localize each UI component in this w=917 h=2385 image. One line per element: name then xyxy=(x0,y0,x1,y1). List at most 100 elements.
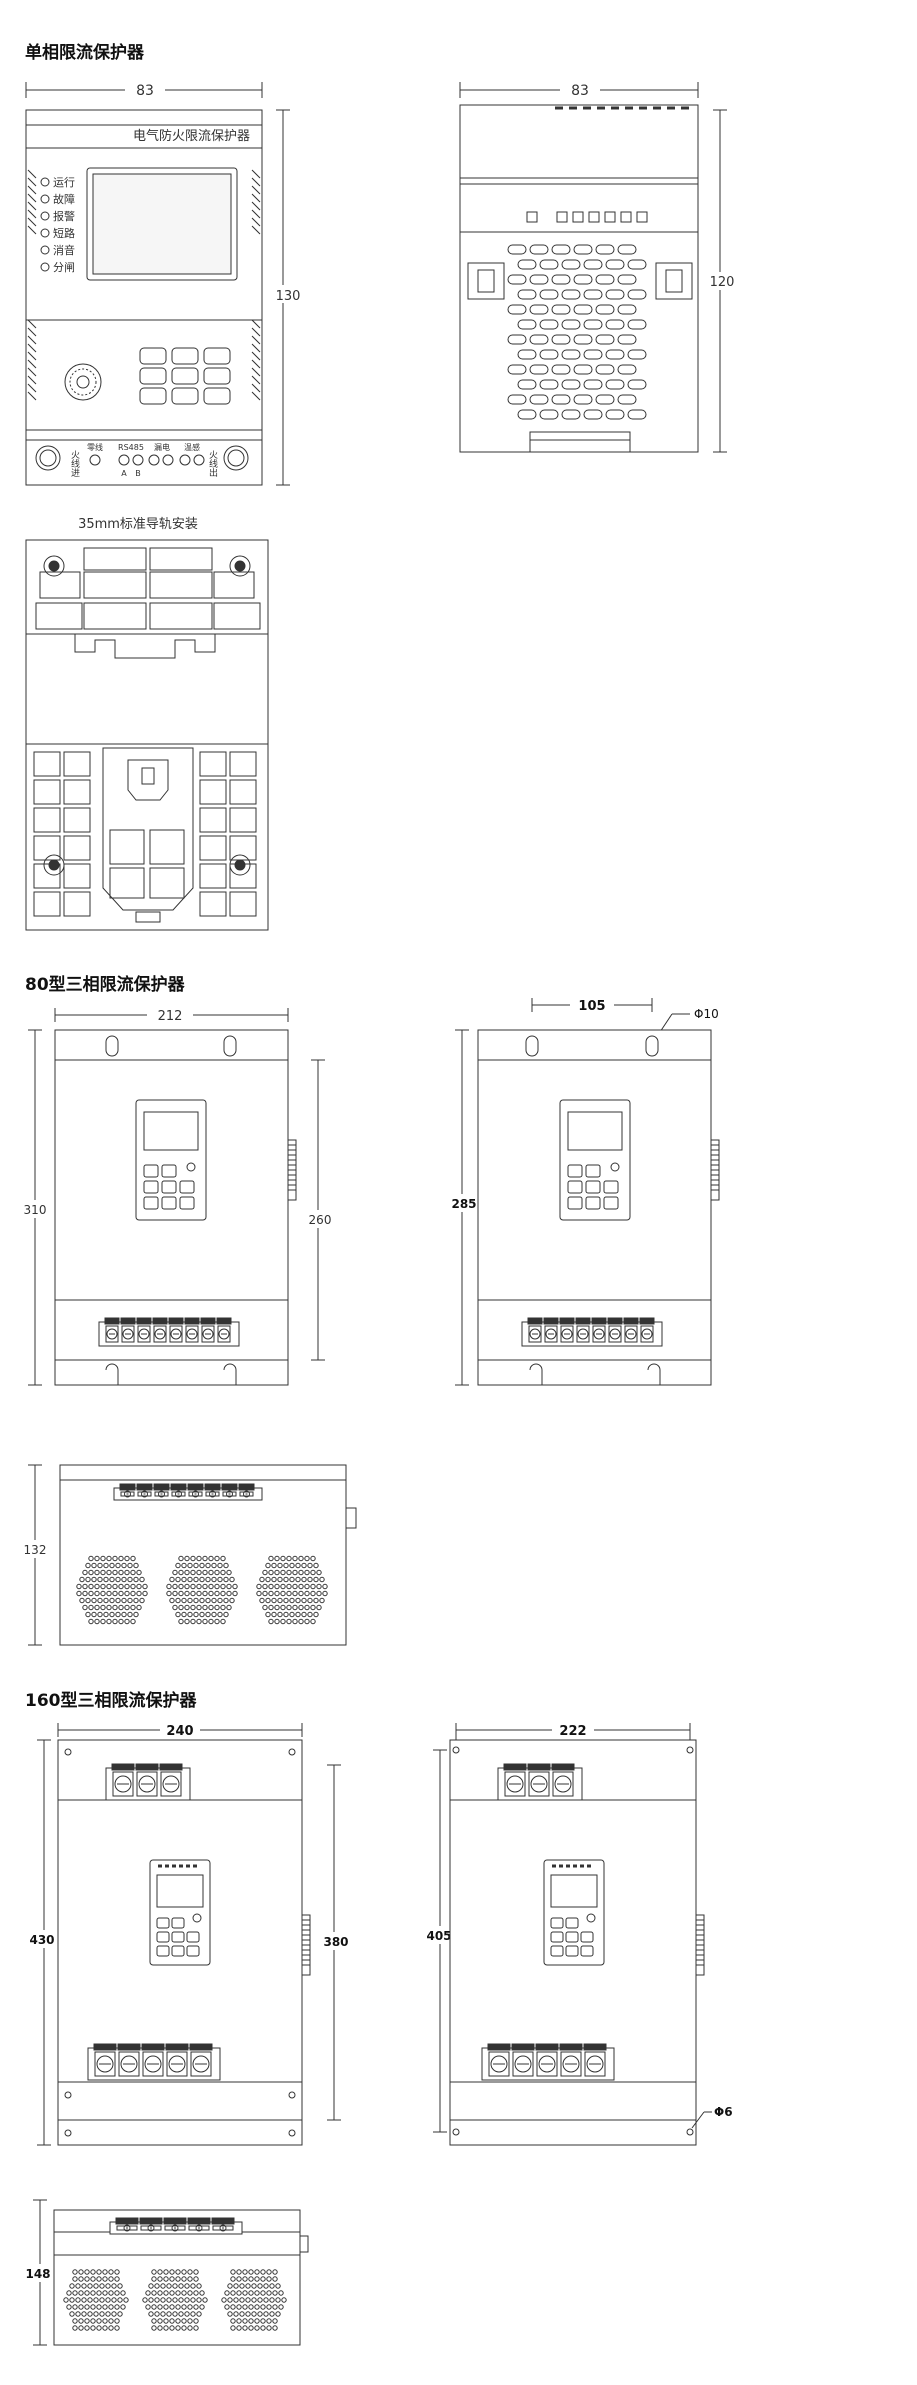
terminal-cap xyxy=(559,2043,583,2051)
vent-hole xyxy=(289,1562,295,1569)
terminal-cap xyxy=(139,2217,163,2225)
vent-hole xyxy=(274,1569,280,1576)
terminal-cap xyxy=(238,1483,255,1491)
single-side-width: 83 xyxy=(571,83,589,99)
vent-hole xyxy=(118,1604,124,1611)
vent-hole xyxy=(184,1583,190,1590)
screw-icon xyxy=(170,1328,182,1340)
vent-hole xyxy=(254,2325,260,2331)
vent-hole xyxy=(193,2269,199,2275)
terminal-slot xyxy=(188,2225,210,2231)
grid-cell xyxy=(229,751,257,777)
vent-hole xyxy=(262,1569,268,1576)
vent-hole xyxy=(301,1562,307,1569)
vent-hole xyxy=(278,2304,284,2310)
vent-hole xyxy=(274,1555,280,1562)
vent-hole xyxy=(292,1583,298,1590)
vent-hole xyxy=(242,2304,248,2310)
vent-hole xyxy=(181,1611,187,1618)
vent-hole xyxy=(196,1618,202,1625)
vent-hole xyxy=(78,2290,84,2296)
label-live-in: 火线进 xyxy=(69,450,80,477)
single-front-height: 130 xyxy=(276,289,301,304)
vent-hole xyxy=(166,2311,172,2317)
vent-hole xyxy=(187,2318,193,2324)
vent-hole xyxy=(114,2290,120,2296)
vent-hole xyxy=(91,1611,97,1618)
vent-hole xyxy=(88,1604,94,1611)
vent-hole xyxy=(78,2318,84,2324)
vent-hole xyxy=(108,2276,114,2282)
vent-hole xyxy=(94,1569,100,1576)
three160-back-width: 222 xyxy=(559,1724,586,1739)
vent-hole xyxy=(286,1604,292,1611)
vent-hole xyxy=(102,2304,108,2310)
terminal-slot xyxy=(120,1491,135,1497)
indicator-led-icon xyxy=(40,245,50,255)
vent-hole xyxy=(292,1555,298,1562)
indicator-led-icon xyxy=(40,194,50,204)
vent-hole xyxy=(130,1618,136,1625)
screw-icon xyxy=(186,1328,198,1340)
vent-hole xyxy=(181,2290,187,2296)
vent-hole xyxy=(175,1597,181,1604)
vent-hole xyxy=(227,2311,233,2317)
vent-hole xyxy=(85,1597,91,1604)
vent-slot xyxy=(627,379,647,390)
vent-hole xyxy=(84,2269,90,2275)
grid-cell xyxy=(63,863,91,889)
vent-hole xyxy=(88,1590,94,1597)
terminal-slot xyxy=(608,1325,622,1343)
grid-cell xyxy=(33,835,61,861)
vent-hole xyxy=(236,2290,242,2296)
vent-hole xyxy=(313,1576,319,1583)
vent-hole xyxy=(208,1569,214,1576)
grid-cell xyxy=(199,863,227,889)
vent-hole xyxy=(230,2318,236,2324)
vent-hole xyxy=(226,1569,232,1576)
vent-hole xyxy=(271,1576,277,1583)
vent-hole xyxy=(232,1590,238,1597)
vent-hole xyxy=(272,2304,278,2310)
vent-slot xyxy=(561,259,581,270)
screw-icon xyxy=(138,1775,156,1793)
vent-slot xyxy=(617,394,637,405)
vent-hole xyxy=(130,1569,136,1576)
vent-hole xyxy=(172,1569,178,1576)
vent-hole xyxy=(90,2290,96,2296)
vent-hole xyxy=(114,2269,120,2275)
vent-hole xyxy=(102,2276,108,2282)
vent-hole xyxy=(280,1583,286,1590)
vent-hole xyxy=(178,2283,184,2289)
vent-hole xyxy=(184,1618,190,1625)
vent-hole xyxy=(223,1611,229,1618)
vent-hole xyxy=(220,1555,226,1562)
vent-slot xyxy=(627,319,647,330)
vent-slot xyxy=(507,244,527,255)
vent-hole xyxy=(310,1590,316,1597)
vent-hole xyxy=(105,2297,111,2303)
vent-hole xyxy=(224,2290,230,2296)
vent-hole xyxy=(163,2269,169,2275)
vent-hole xyxy=(310,1618,316,1625)
vent-hole xyxy=(274,1583,280,1590)
vent-hole xyxy=(84,2276,90,2282)
label-neutral: 零线 xyxy=(87,442,103,452)
screw-icon xyxy=(530,1775,548,1793)
vent-hole xyxy=(220,1604,226,1611)
vent-hole xyxy=(275,2311,281,2317)
vent-hole xyxy=(277,1611,283,1618)
vent-hole xyxy=(91,1576,97,1583)
vent-hole xyxy=(145,2290,151,2296)
terminal-cap xyxy=(104,1317,120,1325)
vent-hole xyxy=(99,2311,105,2317)
vent-hole xyxy=(272,2276,278,2282)
vent-slot xyxy=(529,364,549,375)
vent-hole xyxy=(151,2269,157,2275)
vent-hole xyxy=(94,1583,100,1590)
screw-icon xyxy=(123,2224,131,2232)
vent-hole xyxy=(196,1604,202,1611)
vent-hole xyxy=(184,2283,190,2289)
vent-hole xyxy=(169,2304,175,2310)
vent-hole xyxy=(260,2276,266,2282)
